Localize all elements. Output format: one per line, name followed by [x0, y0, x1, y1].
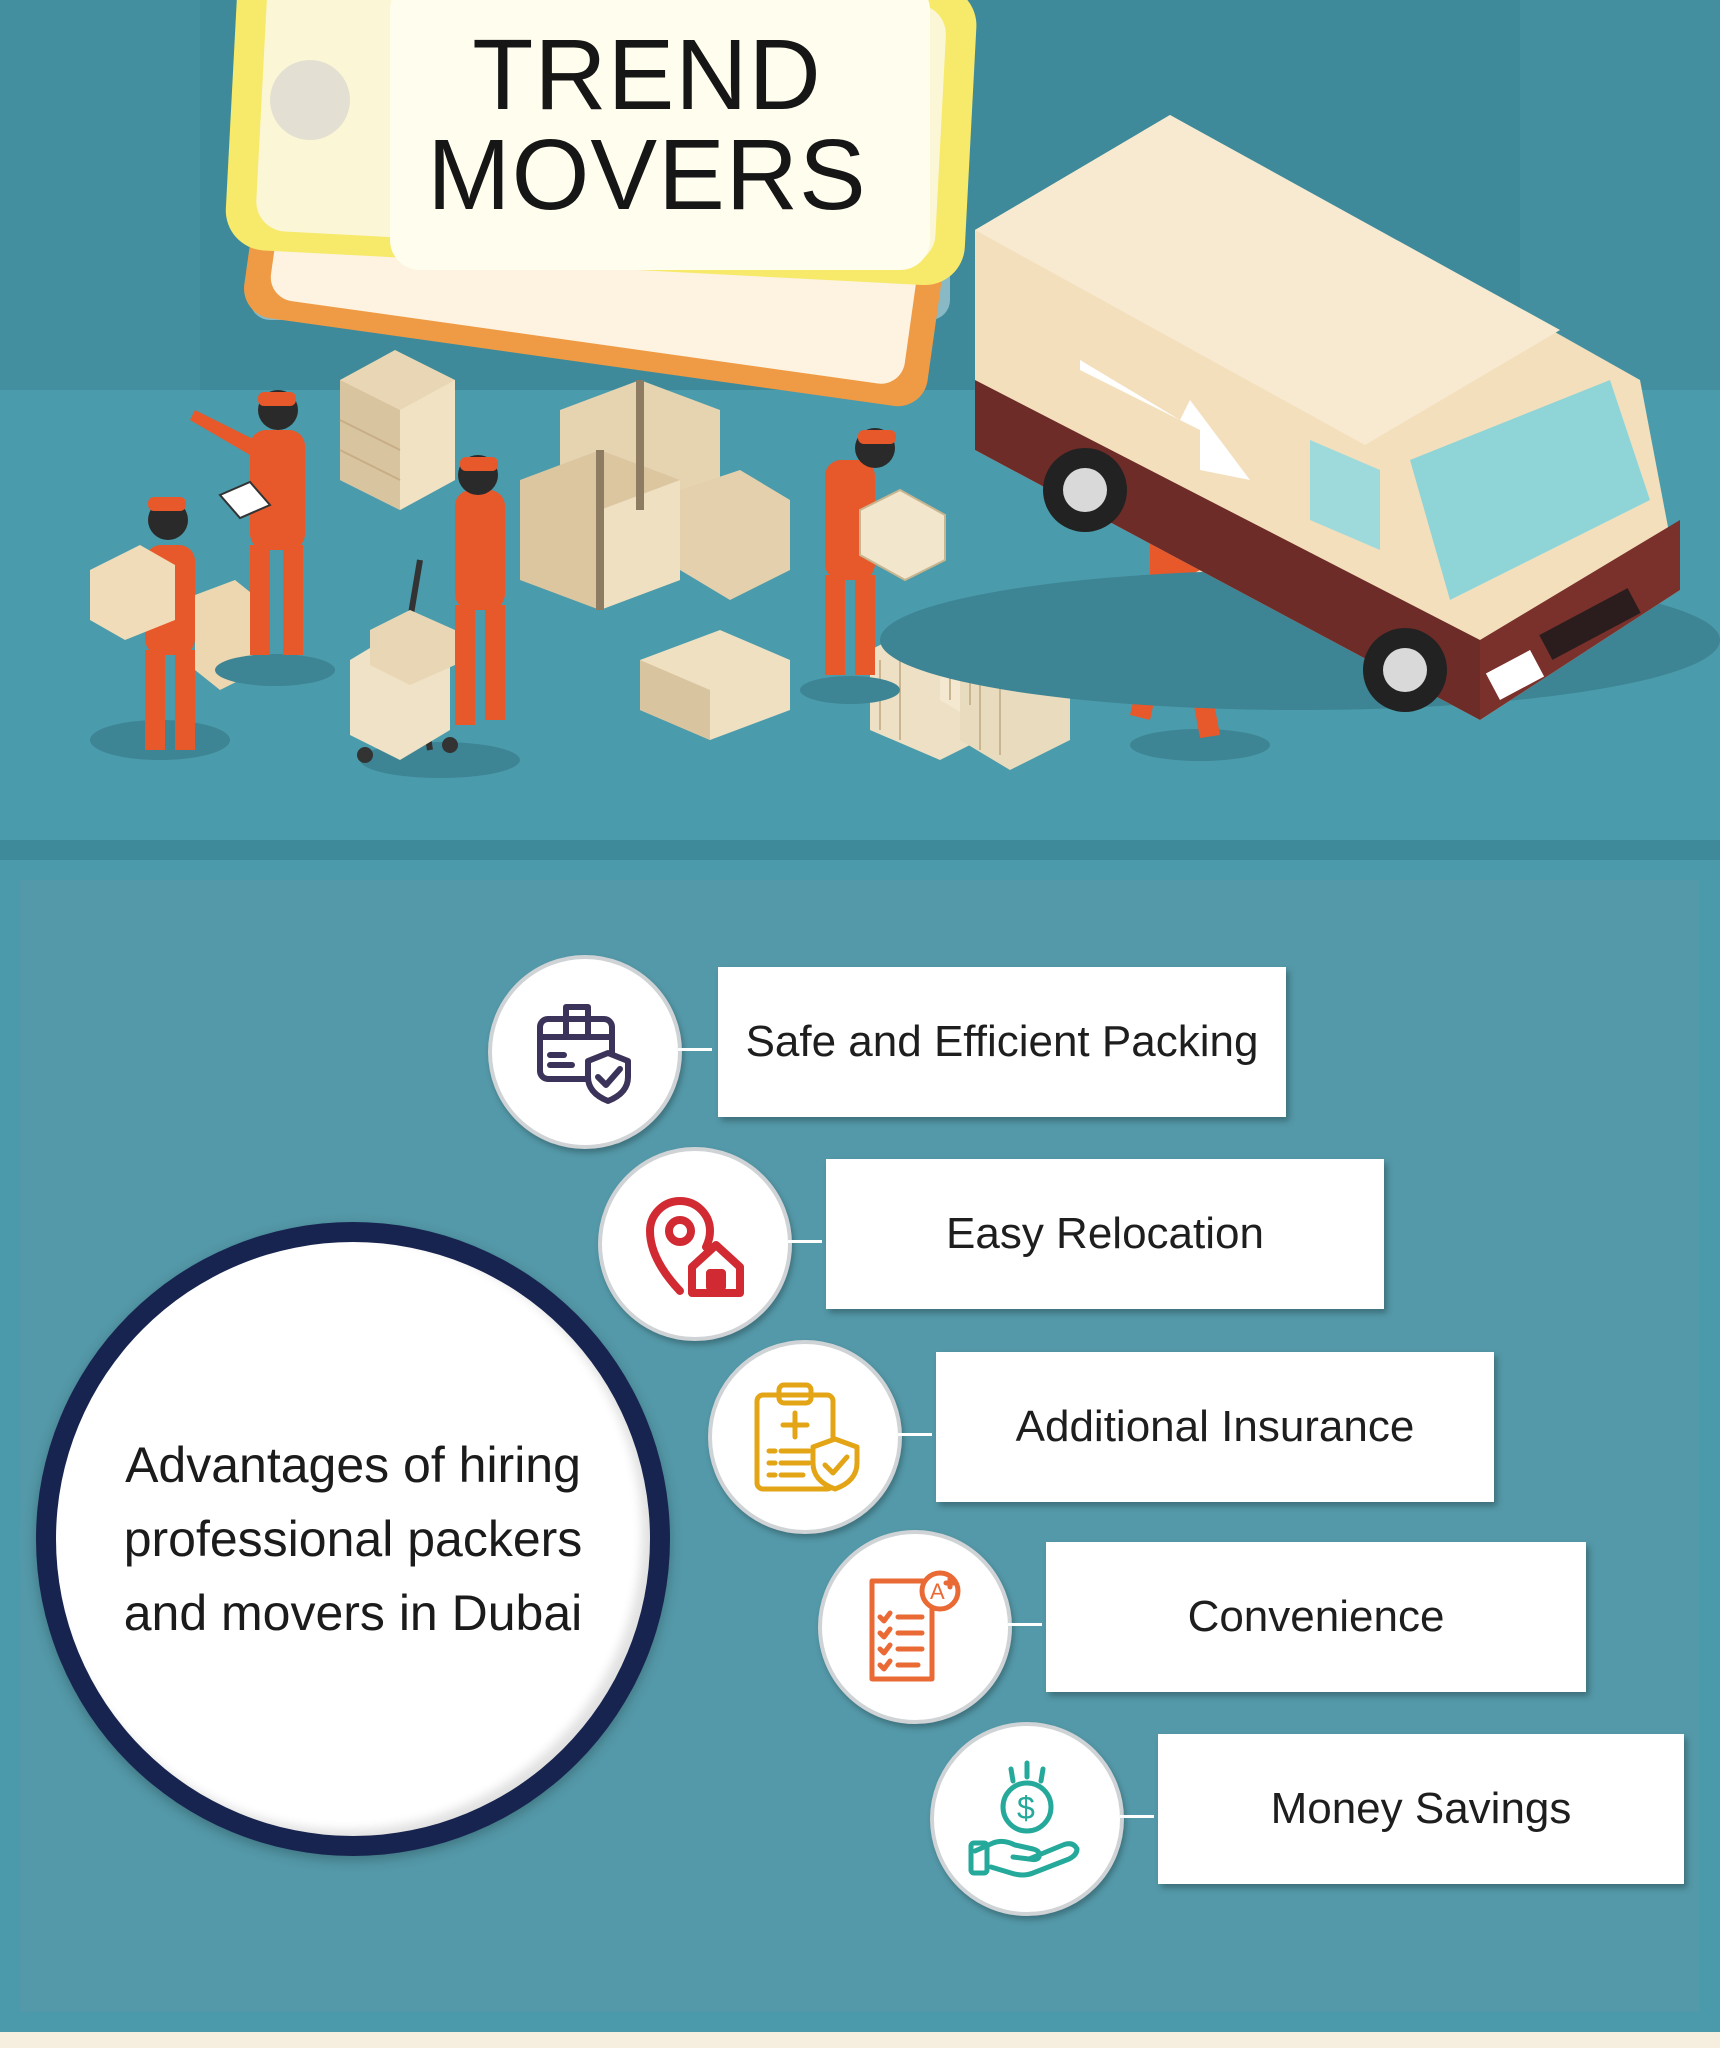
advantage-icon-circle: [708, 1340, 902, 1534]
advantage-label-box: Safe and Efficient Packing: [718, 967, 1286, 1117]
location-home-icon: [646, 1197, 744, 1297]
connector-line: [1008, 1623, 1042, 1626]
advantage-label: Additional Insurance: [1015, 1402, 1415, 1451]
connector-line: [788, 1240, 822, 1243]
hand-coin-icon: $: [968, 1760, 1080, 1878]
worker-left: [90, 497, 260, 760]
advantage-label-box: Easy Relocation: [826, 1159, 1384, 1309]
blur-patch: [270, 60, 350, 140]
checklist-grade-icon: A: [869, 1570, 961, 1682]
advantage-label-box: Convenience: [1046, 1542, 1586, 1692]
connector-line: [1120, 1815, 1154, 1818]
brand-title-line2: MOVERS: [427, 119, 867, 231]
package-shield-icon: [537, 1004, 631, 1104]
brand-title: TREND MOVERS: [392, 0, 902, 250]
advantage-icon-circle: [488, 955, 682, 1149]
box-stack-left: [339, 350, 455, 510]
advantage-item-packing: Safe and Efficient Packing: [488, 955, 1288, 1149]
advantage-item-insurance: Additional Insurance: [708, 1340, 1498, 1534]
connector-line: [898, 1433, 932, 1436]
advantage-label: Easy Relocation: [946, 1209, 1264, 1258]
connector-line: [678, 1048, 712, 1051]
clipboard-shield-icon: [754, 1382, 860, 1492]
svg-text:A: A: [930, 1579, 945, 1604]
advantage-item-convenience: A Convenience: [818, 1530, 1588, 1724]
worker-pointing: [190, 390, 335, 686]
moving-scene-illustration: [0, 0, 1720, 860]
svg-text:$: $: [1017, 1790, 1035, 1826]
worker-trolley: [350, 455, 520, 778]
advantages-heading-circle: Advantages of hiring professional packer…: [36, 1222, 670, 1856]
advantage-icon-circle: A: [818, 1530, 1012, 1724]
brand-sign: [225, 0, 977, 407]
box-stack-center: [520, 380, 790, 740]
worker-carrying-crate: [800, 428, 946, 704]
advantage-label: Money Savings: [1270, 1784, 1572, 1833]
advantage-label: Safe and Efficient Packing: [745, 1017, 1259, 1066]
advantage-icon-circle: [598, 1147, 792, 1341]
hero-illustration: TREND MOVERS: [0, 0, 1720, 860]
advantage-icon-circle: $: [930, 1722, 1124, 1916]
brand-title-line1: TREND: [472, 19, 822, 131]
advantage-item-relocation: Easy Relocation: [598, 1147, 1388, 1341]
advantage-label: Convenience: [1187, 1592, 1445, 1641]
advantage-label-box: Money Savings: [1158, 1734, 1684, 1884]
advantage-label-box: Additional Insurance: [936, 1352, 1494, 1502]
advantages-heading: Advantages of hiring professional packer…: [123, 1437, 583, 1641]
advantages-heading-inner: Advantages of hiring professional packer…: [56, 1242, 650, 1836]
advantage-item-savings: $ Money Savings: [930, 1722, 1690, 1916]
bottom-strip: [0, 2032, 1720, 2048]
moving-van: [880, 115, 1720, 720]
